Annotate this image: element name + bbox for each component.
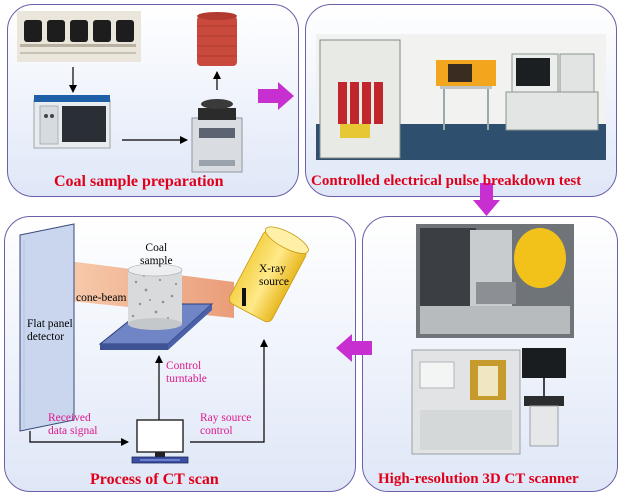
flow-arrow-prep-to-pulse [258, 82, 294, 110]
xray-source-tube [228, 226, 309, 323]
xray-window [242, 288, 246, 306]
sealed-can-photo [197, 12, 237, 66]
label-coal-sample: Coal sample [140, 242, 173, 267]
title-electrical-pulse-test: Controlled electrical pulse breakdown te… [311, 173, 582, 189]
ct-machine-photo [411, 348, 566, 455]
label-flat-panel-detector: Flat panel detector [27, 318, 73, 343]
line-detector-to-computer [29, 431, 129, 446]
coal-sample-cylinder [127, 263, 183, 330]
label-control-turntable: Control turntable [166, 360, 207, 385]
label-xray-source: X-ray source [259, 263, 290, 288]
flow-arrow-pulse-to-scanner [473, 183, 500, 216]
pulse-lab-photo [316, 34, 606, 160]
vacuum-device-photo [191, 99, 243, 173]
title-coal-sample-preparation: Coal sample preparation [54, 173, 224, 190]
title-ct-scan-process: Process of CT scan [90, 471, 219, 488]
title-ct-scanner: High-resolution 3D CT scanner [378, 471, 579, 487]
computer-icon [131, 419, 189, 464]
drying-oven-photo [33, 95, 111, 149]
label-received-data-signal: Received data signal [48, 412, 98, 437]
line-computer-to-source [190, 339, 268, 443]
coal-samples-photo [17, 11, 141, 62]
label-ray-source-control: Ray source control [200, 412, 252, 437]
flat-panel-detector [19, 223, 75, 432]
label-cone-beam: cone-beam [76, 292, 127, 304]
flow-arrow-scanner-to-process [336, 334, 372, 362]
ct-chamber-photo [416, 224, 574, 338]
